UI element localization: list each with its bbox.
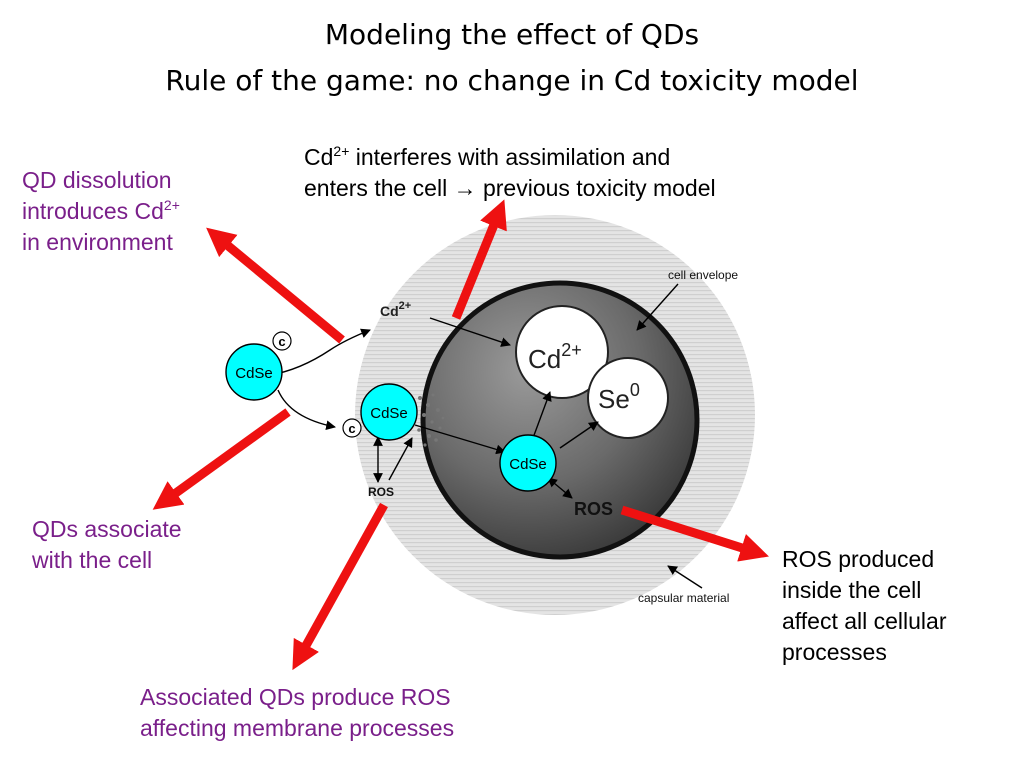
qd-inside (499, 434, 557, 492)
note-qd-dissolution-line-3: in environment (22, 229, 173, 255)
arrow-cdse-to-cd (269, 328, 371, 376)
note-qds-associate-line-1: QDs associate (32, 516, 182, 542)
slide-title-line-1: Modeling the effect of QDs (324, 18, 700, 51)
se-vesicle (587, 357, 669, 439)
note-ros-inside: ROS produced inside the cell affect all … (782, 544, 947, 668)
ros-outside-label: ROS (368, 485, 394, 499)
cd-inside-label: Cd2+ (528, 340, 582, 374)
cell-body (420, 280, 700, 560)
note-qd-dissolution: QD dissolution introduces Cd2+ in enviro… (22, 165, 180, 258)
cell-envelope-label: cell envelope (668, 268, 738, 282)
note-cd-assimilation-line-2: enters the cell → previous toxicity mode… (304, 175, 716, 201)
arrow-inner-qd-to-ros (547, 477, 573, 499)
cd-vesicle (515, 305, 609, 399)
se-inside-label: Se0 (598, 380, 640, 414)
c-bubble-bottom (342, 418, 362, 438)
arrow-qd-to-inner-qd (414, 424, 506, 455)
note-qds-associate: QDs associate with the cell (32, 514, 182, 576)
pointer-cell-envelope (636, 283, 679, 331)
capsular-material-label: capsular material (638, 591, 729, 605)
note-qd-dissolution-line-2: introduces Cd2+ (22, 197, 180, 224)
qd-free (225, 343, 283, 401)
red-arrow-associate (152, 408, 291, 510)
red-arrow-dissolution (206, 227, 345, 344)
note-ros-inside-line-3: affect all cellular (782, 608, 947, 634)
arrow-inner-qd-to-se (559, 421, 599, 449)
pointer-capsular-material (667, 565, 703, 589)
c-bubble-bottom-label: c (348, 421, 355, 436)
c-bubble-top-label: c (278, 334, 285, 349)
note-ros-inside-line-4: processes (782, 639, 887, 665)
red-arrow-membrane-ros (292, 502, 388, 671)
red-arrow-inner-ros (620, 505, 769, 562)
arrow-cdse-to-c (277, 389, 336, 431)
qd-inside-label: CdSe (509, 456, 547, 473)
ros-inside-label: ROS (574, 499, 613, 519)
note-ros-inside-line-2: inside the cell (782, 577, 922, 603)
note-qd-dissolution-line-1: QD dissolution (22, 167, 172, 193)
qd-surface-label: CdSe (370, 405, 408, 422)
note-cd-assimilation: Cd2+ interferes with assimilation and en… (304, 142, 716, 204)
note-ros-membrane: Associated QDs produce ROS affecting mem… (140, 682, 454, 744)
note-ros-inside-line-1: ROS produced (782, 546, 935, 572)
qd-surface (360, 383, 418, 441)
qd-particle-spray (417, 393, 445, 447)
note-cd-assimilation-line-1: Cd2+ interferes with assimilation and (304, 143, 671, 170)
note-ros-membrane-line-1: Associated QDs produce ROS (140, 684, 451, 710)
arrow-qd-ros-right (388, 437, 413, 481)
qd-free-label: CdSe (235, 365, 273, 382)
arrow-cd-to-cell (429, 317, 511, 347)
cd-outside-label: Cd2+ (380, 300, 411, 319)
c-bubble-top (272, 331, 292, 351)
red-arrow-cd-enters (451, 199, 507, 320)
note-ros-membrane-line-2: affecting membrane processes (140, 715, 455, 741)
arrow-inner-qd-to-cd (532, 391, 552, 439)
note-qds-associate-line-2: with the cell (32, 547, 153, 573)
slide-title-line-2: Rule of the game: no change in Cd toxici… (165, 64, 859, 97)
